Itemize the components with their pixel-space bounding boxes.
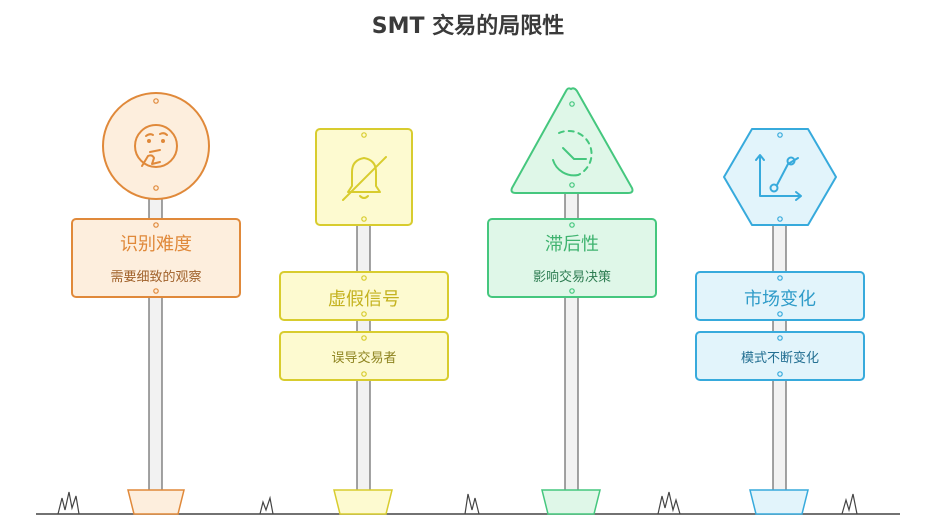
sign-heading: 市场变化 xyxy=(696,285,864,311)
sign-market-change xyxy=(696,129,864,514)
sign-heading: 识别难度 xyxy=(72,230,240,256)
sign-false-signal xyxy=(280,129,448,514)
sign-head-circle xyxy=(103,93,209,199)
sign-heading: 虚假信号 xyxy=(280,285,448,311)
sign-heading: 滞后性 xyxy=(488,230,656,256)
signpost-base xyxy=(128,490,184,514)
sign-head-triangle xyxy=(512,88,633,193)
sign-detail: 误导交易者 xyxy=(280,347,448,366)
signpost-base xyxy=(542,490,600,514)
sign-detail: 模式不断变化 xyxy=(696,347,864,366)
grass-tuft-icon xyxy=(58,492,79,514)
grass-tuft-icon xyxy=(465,494,479,514)
signpost-base xyxy=(334,490,392,514)
grass-tuft-icon xyxy=(260,498,273,514)
grass-tuft-icon xyxy=(842,494,857,514)
sign-lag xyxy=(488,88,656,514)
signpost-base xyxy=(750,490,808,514)
sign-detail: 影响交易决策 xyxy=(488,266,656,285)
sign-head-square xyxy=(316,129,412,225)
grass-tuft-icon xyxy=(658,492,680,514)
sign-head-hexagon xyxy=(724,129,836,225)
sign-detail: 需要细致的观察 xyxy=(72,266,240,285)
sign-recognition-difficulty xyxy=(72,93,240,514)
